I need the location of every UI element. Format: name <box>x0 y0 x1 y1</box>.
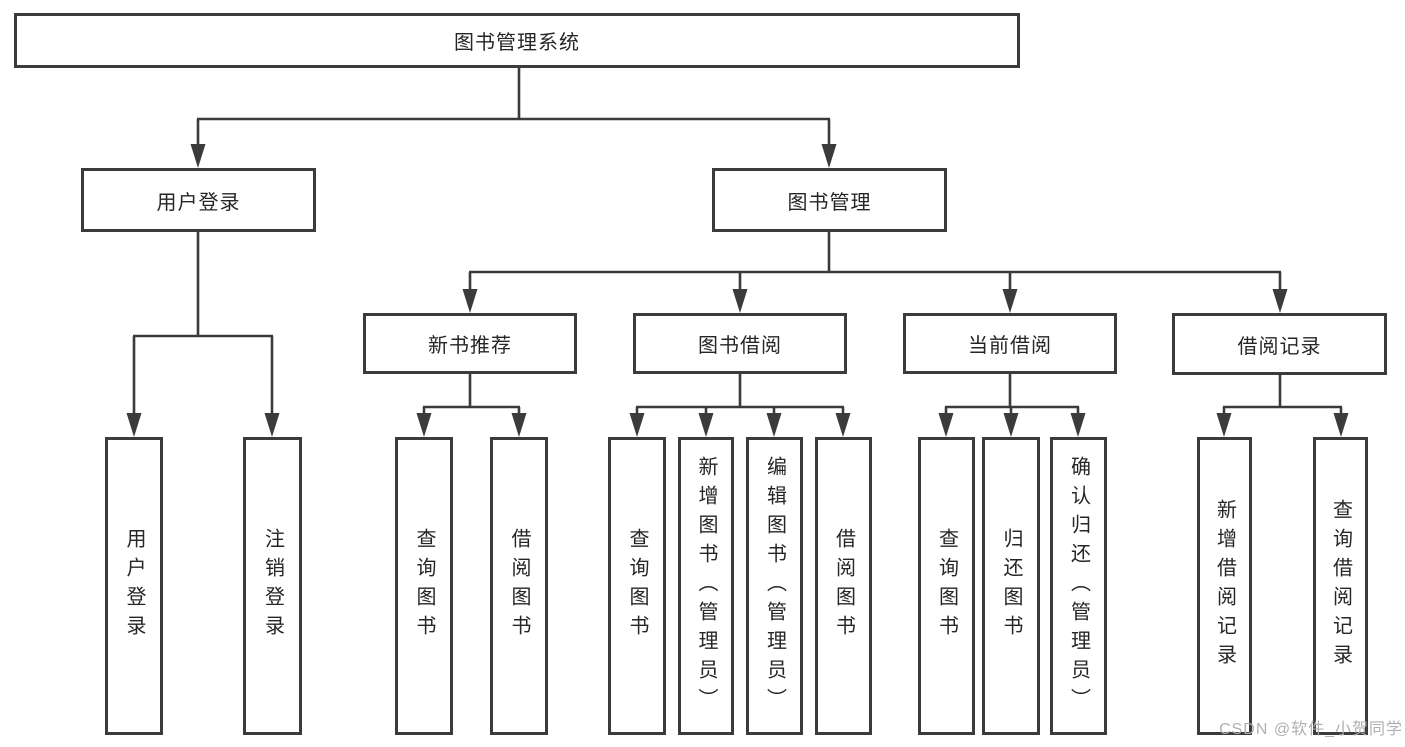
node-root: 图书管理系统 <box>14 13 1020 68</box>
node-new-book-recommend: 新书推荐 <box>363 313 577 374</box>
node-book-management: 图书管理 <box>712 168 947 232</box>
node-borrow-records: 借阅记录 <box>1172 313 1387 375</box>
leaf-query-borrow-record: 查询借阅记录 <box>1313 437 1368 735</box>
node-current-borrow: 当前借阅 <box>903 313 1117 374</box>
leaf-user-login: 用户登录 <box>105 437 163 735</box>
leaf-query-book-1: 查询图书 <box>395 437 453 735</box>
leaf-confirm-return-admin: 确认归还（管理员） <box>1050 437 1107 735</box>
leaf-query-book-2: 查询图书 <box>608 437 666 735</box>
leaf-edit-book-admin: 编辑图书（管理员） <box>746 437 803 735</box>
csdn-watermark: CSDN @软件_小贺同学 <box>1219 721 1403 738</box>
leaf-add-borrow-record: 新增借阅记录 <box>1197 437 1252 735</box>
node-user-login: 用户登录 <box>81 168 316 232</box>
node-book-borrow: 图书借阅 <box>633 313 847 374</box>
leaf-borrow-book-2: 借阅图书 <box>815 437 872 735</box>
leaf-add-book-admin: 新增图书（管理员） <box>678 437 734 735</box>
leaf-logout: 注销登录 <box>243 437 302 735</box>
leaf-return-book: 归还图书 <box>982 437 1040 735</box>
leaf-query-book-3: 查询图书 <box>918 437 975 735</box>
leaf-borrow-book-1: 借阅图书 <box>490 437 548 735</box>
